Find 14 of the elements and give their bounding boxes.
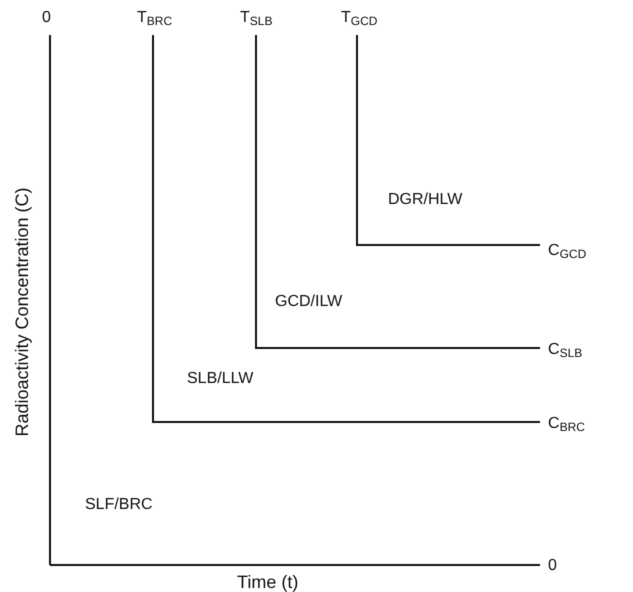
tick-label: T$_{SLB}$ — [240, 10, 272, 27]
axis-title: Time (t) — [237, 573, 298, 591]
curve-label: C$_{GCD}$ — [548, 243, 586, 260]
tick-label: 0 — [548, 558, 557, 574]
tick-label: T$_{GCD}$ — [341, 10, 378, 27]
region-label: SLB/LLW — [187, 371, 254, 387]
curve-label: C$_{BRC}$ — [548, 416, 585, 433]
axis-title: Radioactivity Concentration (C) — [13, 187, 31, 437]
region-label: GCD/ILW — [275, 294, 342, 310]
tick-label: 0 — [42, 10, 51, 26]
region-label: SLF/BRC — [85, 497, 153, 513]
region-label: DGR/HLW — [388, 192, 462, 208]
curve-label: C$_{SLB}$ — [548, 342, 582, 359]
tick-label: T$_{BRC}$ — [137, 10, 172, 27]
